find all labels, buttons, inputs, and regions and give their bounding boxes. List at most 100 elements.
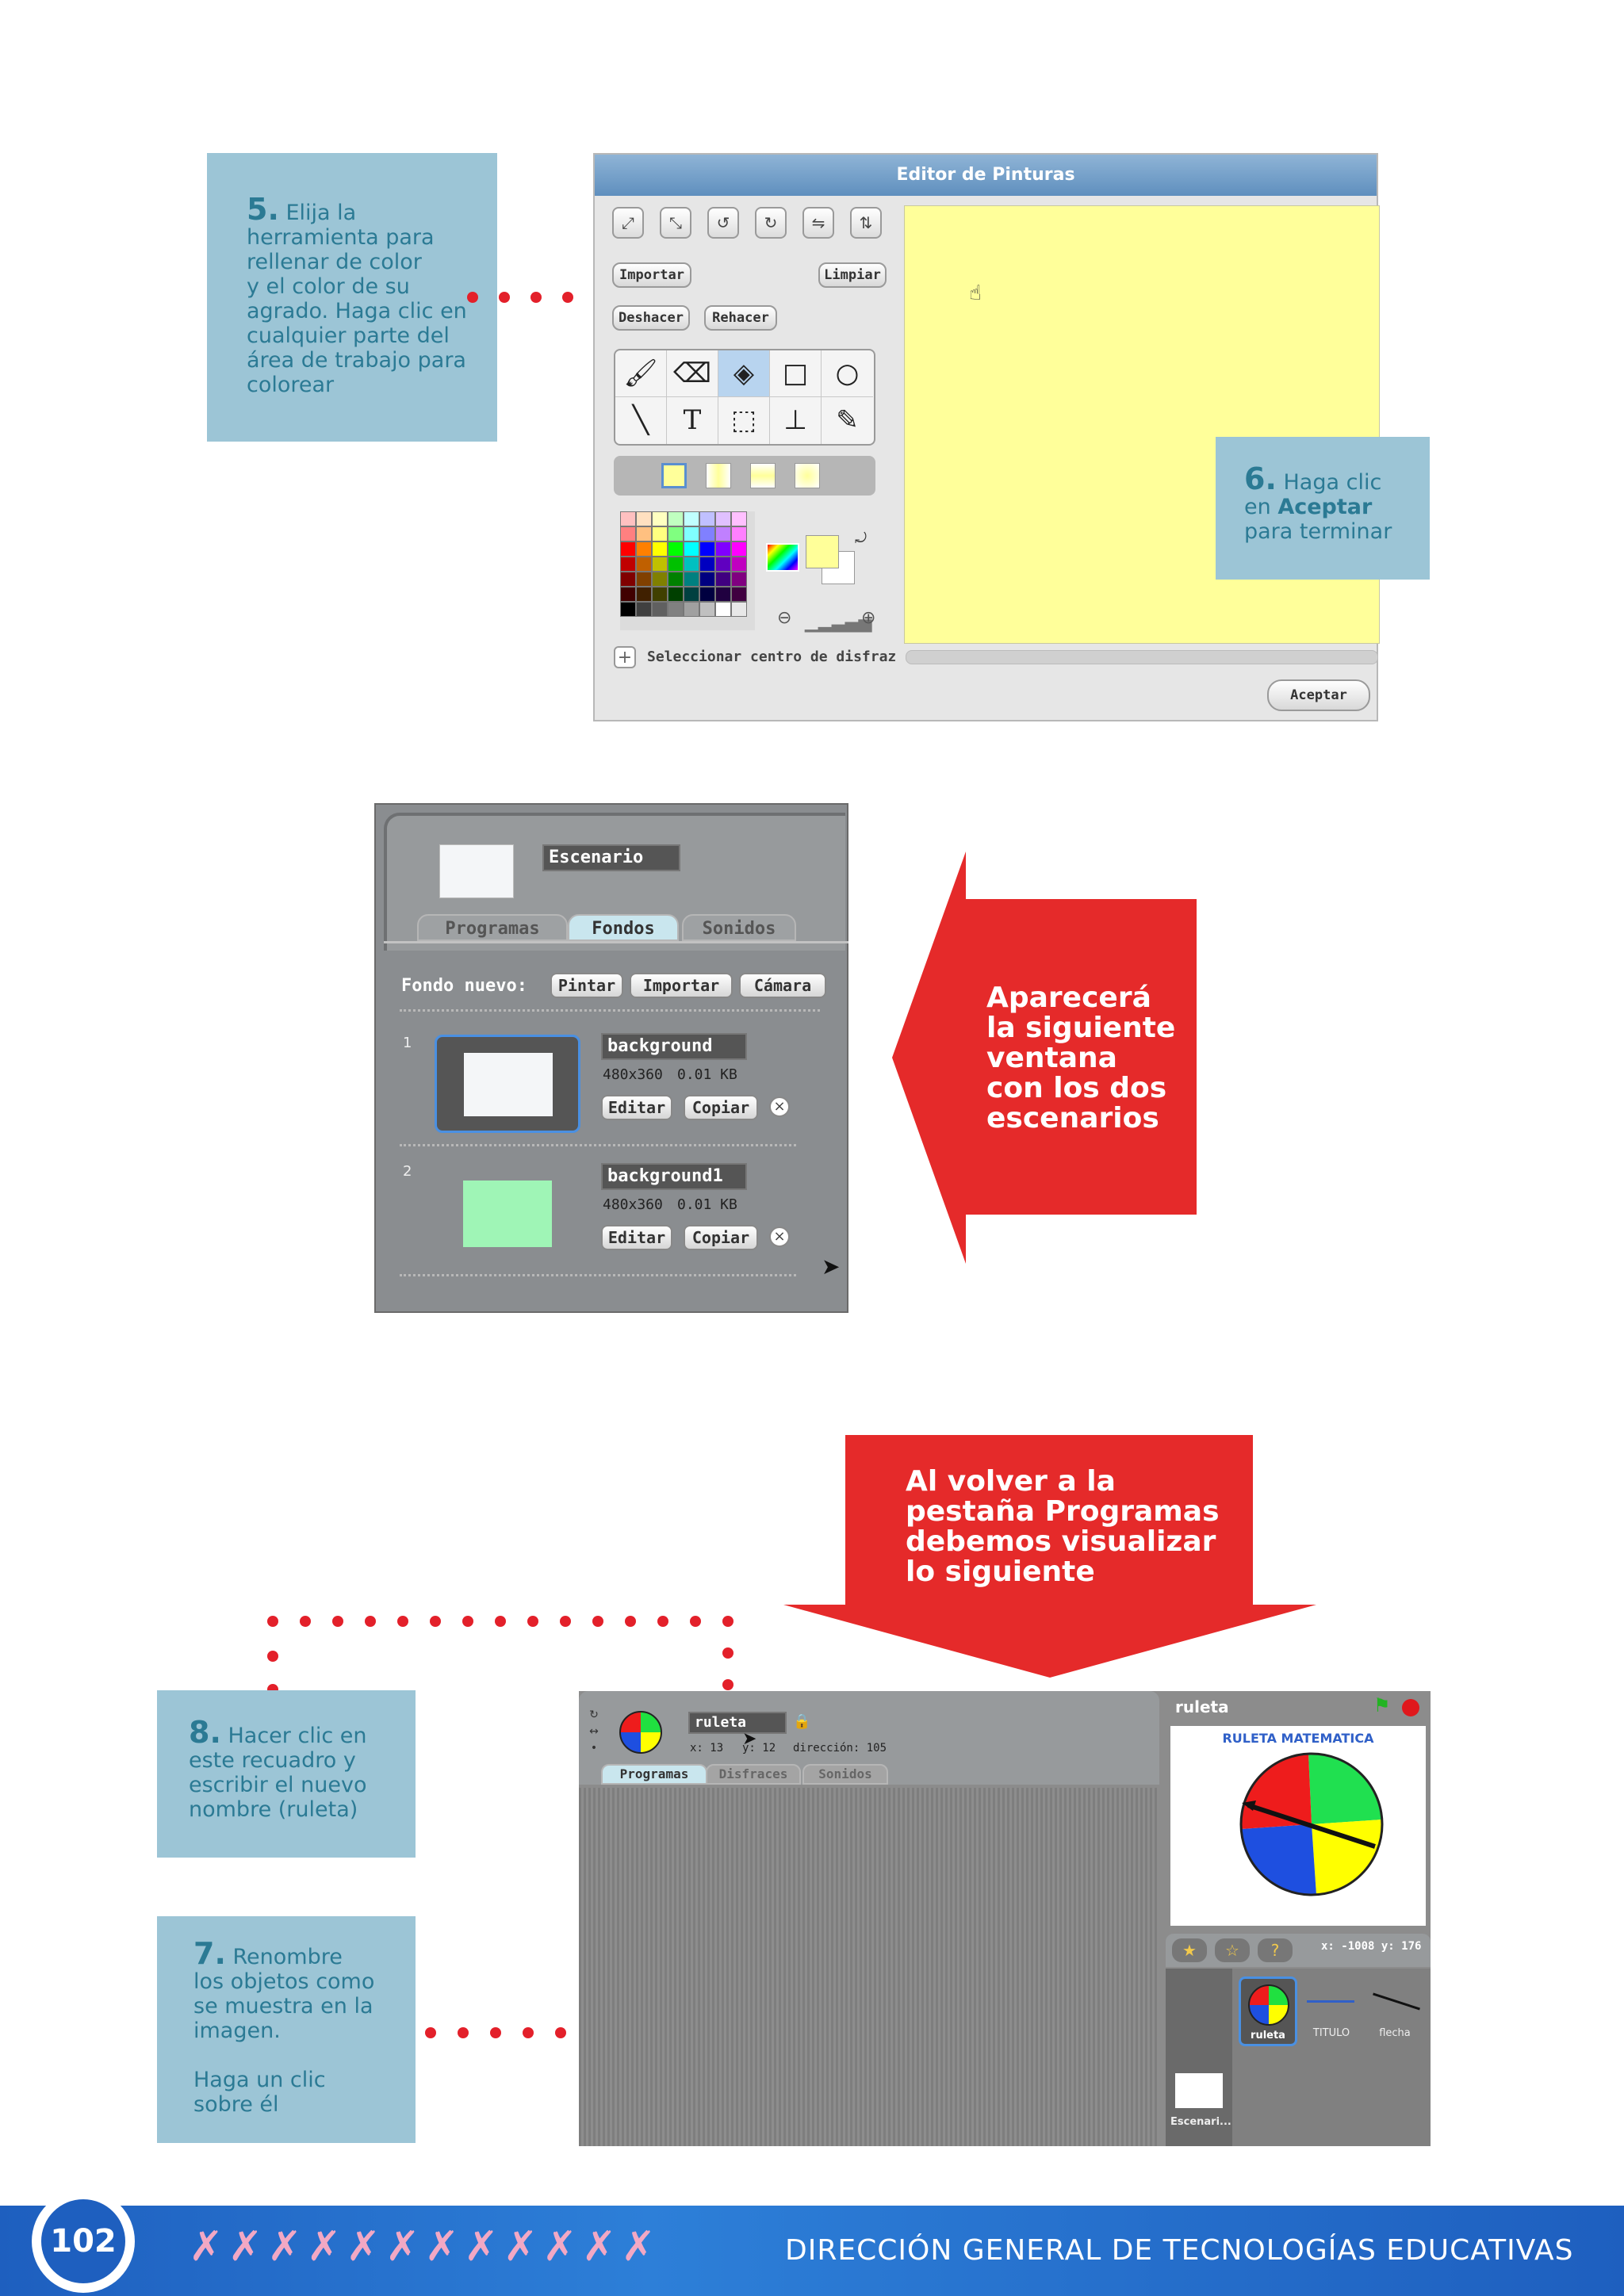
- stage-heading: RULETA MATEMATICA: [1222, 1731, 1374, 1746]
- stage-tile[interactable]: Escenari...: [1170, 2068, 1231, 2140]
- step6-number: 6.: [1244, 461, 1277, 496]
- color-palette[interactable]: [620, 511, 755, 630]
- undo-button[interactable]: Deshacer: [612, 305, 690, 331]
- flip-vertical-icon[interactable]: ⇅: [850, 207, 882, 239]
- stop-icon[interactable]: [1402, 1699, 1419, 1716]
- hand-cursor-icon: ☝: [969, 281, 982, 305]
- paint-new-sprite-icon[interactable]: ★: [1172, 1938, 1207, 1962]
- swap-colors-icon[interactable]: ⤾: [855, 530, 867, 547]
- sprite-label: flecha: [1379, 2027, 1411, 2039]
- roulette-wheel: [1239, 1752, 1384, 1896]
- ellipse-icon[interactable]: ○: [822, 350, 873, 397]
- stage-sprite-name: ruleta: [1175, 1697, 1229, 1716]
- step6-callout: 6. Haga clic en Aceptar para terminar: [1216, 437, 1430, 580]
- lock-icon[interactable]: 🔒: [793, 1713, 811, 1730]
- stage-backgrounds-panel: Escenario Programas Fondos Sonidos Fondo…: [374, 803, 848, 1313]
- grow-icon[interactable]: ⤢: [612, 207, 644, 239]
- stage-canvas[interactable]: RULETA MATEMATICA: [1170, 1726, 1426, 1926]
- edit-button[interactable]: Editar: [601, 1225, 672, 1250]
- fill-option-solid[interactable]: [661, 463, 687, 488]
- paint-button[interactable]: Pintar: [550, 973, 623, 998]
- step8-callout: 8. Hacer clic en este recuadro y escribi…: [157, 1690, 416, 1858]
- import-button[interactable]: Importar: [612, 262, 691, 288]
- fill-option-gradient-h[interactable]: [706, 463, 731, 488]
- tab-sounds[interactable]: Sonidos: [802, 1764, 888, 1785]
- delete-icon[interactable]: ×: [769, 1226, 790, 1247]
- red-arrow-left: [892, 851, 1197, 1264]
- divider: [400, 1009, 820, 1012]
- tab-programs[interactable]: Programas: [417, 914, 568, 941]
- page-footer: 102 ✗✗✗✗✗✗✗✗✗✗✗✗ DIRECCIÓN GENERAL DE TE…: [0, 2190, 1624, 2296]
- choose-sprite-icon[interactable]: ☆: [1215, 1938, 1250, 1962]
- sprite-name-field[interactable]: ruleta: [688, 1712, 787, 1734]
- color-picker-icon[interactable]: [766, 543, 799, 572]
- eyedropper-icon[interactable]: ✎: [836, 404, 859, 436]
- step5-callout: 5. Elija la herramienta para rellenar de…: [207, 153, 497, 442]
- fill-option-radial[interactable]: [795, 463, 820, 488]
- shrink-icon[interactable]: ⤡: [660, 207, 691, 239]
- background-thumbnail-selected[interactable]: [435, 1035, 580, 1133]
- tab-sounds[interactable]: Sonidos: [682, 914, 796, 941]
- foreground-color-well[interactable]: [806, 535, 839, 568]
- stage-name-field[interactable]: Escenario: [542, 844, 680, 871]
- background-name-field[interactable]: background: [601, 1033, 747, 1060]
- clear-button[interactable]: Limpiar: [818, 262, 887, 288]
- page-number-badge: 102: [32, 2190, 135, 2293]
- fill-options: [614, 456, 875, 496]
- import-button[interactable]: Importar: [630, 973, 733, 998]
- tab-programs[interactable]: Programas: [601, 1764, 707, 1785]
- flecha-sprite-icon: [1373, 1992, 1420, 2011]
- sprite-tile[interactable]: TITULO: [1302, 1976, 1361, 2046]
- decorative-figures: ✗✗✗✗✗✗✗✗✗✗✗✗: [189, 2223, 661, 2271]
- zoom-out-icon[interactable]: ⊖: [777, 608, 792, 628]
- sprite-label: TITULO: [1312, 2027, 1350, 2039]
- flip-horizontal-icon[interactable]: ⇋: [802, 207, 834, 239]
- copy-button[interactable]: Copiar: [684, 1095, 758, 1120]
- canvas-scrollbar[interactable]: [906, 650, 1378, 664]
- line-icon[interactable]: ╲: [615, 397, 667, 444]
- sprite-tile-selected[interactable]: ruleta: [1239, 1976, 1297, 2046]
- tab-costumes[interactable]: Disfraces: [706, 1764, 801, 1785]
- background-thumbnail[interactable]: [463, 1181, 552, 1247]
- stage-tile-thumbnail: [1175, 2073, 1223, 2108]
- camera-button[interactable]: Cámara: [739, 973, 826, 998]
- eraser-icon[interactable]: ⌫: [667, 350, 718, 397]
- paintbrush-icon[interactable]: 🖌: [615, 350, 667, 397]
- tab-backgrounds[interactable]: Fondos: [568, 914, 679, 941]
- sprite-tile[interactable]: flecha: [1365, 1976, 1424, 2046]
- fill-bucket-icon[interactable]: ◈: [718, 350, 770, 397]
- sprite-direction: dirección: 105: [793, 1742, 887, 1755]
- sprite-toolbar: ★ ☆ ? x: -1008 y: 176: [1166, 1934, 1431, 1967]
- stamp-icon[interactable]: ⊥: [770, 397, 822, 444]
- select-icon[interactable]: ⬚: [718, 397, 770, 444]
- redo-button[interactable]: Rehacer: [704, 305, 777, 331]
- sprite-label: ruleta: [1251, 2030, 1285, 2042]
- fill-option-gradient-v[interactable]: [750, 463, 776, 488]
- step6-text-c: para terminar: [1244, 519, 1392, 544]
- arrow2-text: Al volver a la pestaña Programas debemos…: [906, 1465, 1220, 1588]
- step7-text: Renombre los objetos como se muestra en …: [193, 1945, 375, 2117]
- random-sprite-icon[interactable]: ?: [1258, 1938, 1293, 1962]
- text-icon[interactable]: T: [667, 397, 718, 444]
- center-costume-label[interactable]: Seleccionar centro de disfraz: [647, 649, 897, 665]
- mouse-coords: x: -1008 y: 176: [1321, 1940, 1422, 1953]
- rectangle-icon[interactable]: □: [770, 350, 822, 397]
- background-index: 1: [403, 1035, 412, 1051]
- plus-icon[interactable]: +: [614, 646, 636, 668]
- rotate-left-icon[interactable]: ↺: [707, 207, 739, 239]
- rotation-style-icons[interactable]: ↻↔•: [589, 1709, 599, 1755]
- edit-button[interactable]: Editar: [601, 1095, 672, 1120]
- zoom-level-bars[interactable]: ▁▂▃▄▅: [805, 613, 872, 633]
- green-flag-icon[interactable]: ⚑: [1373, 1694, 1391, 1716]
- background-name-field[interactable]: background1: [601, 1163, 747, 1190]
- titulo-sprite-icon: [1307, 2000, 1354, 2003]
- delete-icon[interactable]: ×: [769, 1096, 790, 1117]
- scripts-area[interactable]: [579, 1788, 1159, 2146]
- tab-underline: [384, 941, 848, 943]
- accept-button[interactable]: Aceptar: [1267, 679, 1370, 711]
- rotate-right-icon[interactable]: ↻: [755, 207, 787, 239]
- copy-button[interactable]: Copiar: [684, 1225, 758, 1250]
- zoom-in-icon[interactable]: ⊕: [861, 608, 876, 628]
- step6-text-a: Haga clic: [1283, 470, 1382, 495]
- ruleta-sprite-icon: [1248, 1984, 1289, 2026]
